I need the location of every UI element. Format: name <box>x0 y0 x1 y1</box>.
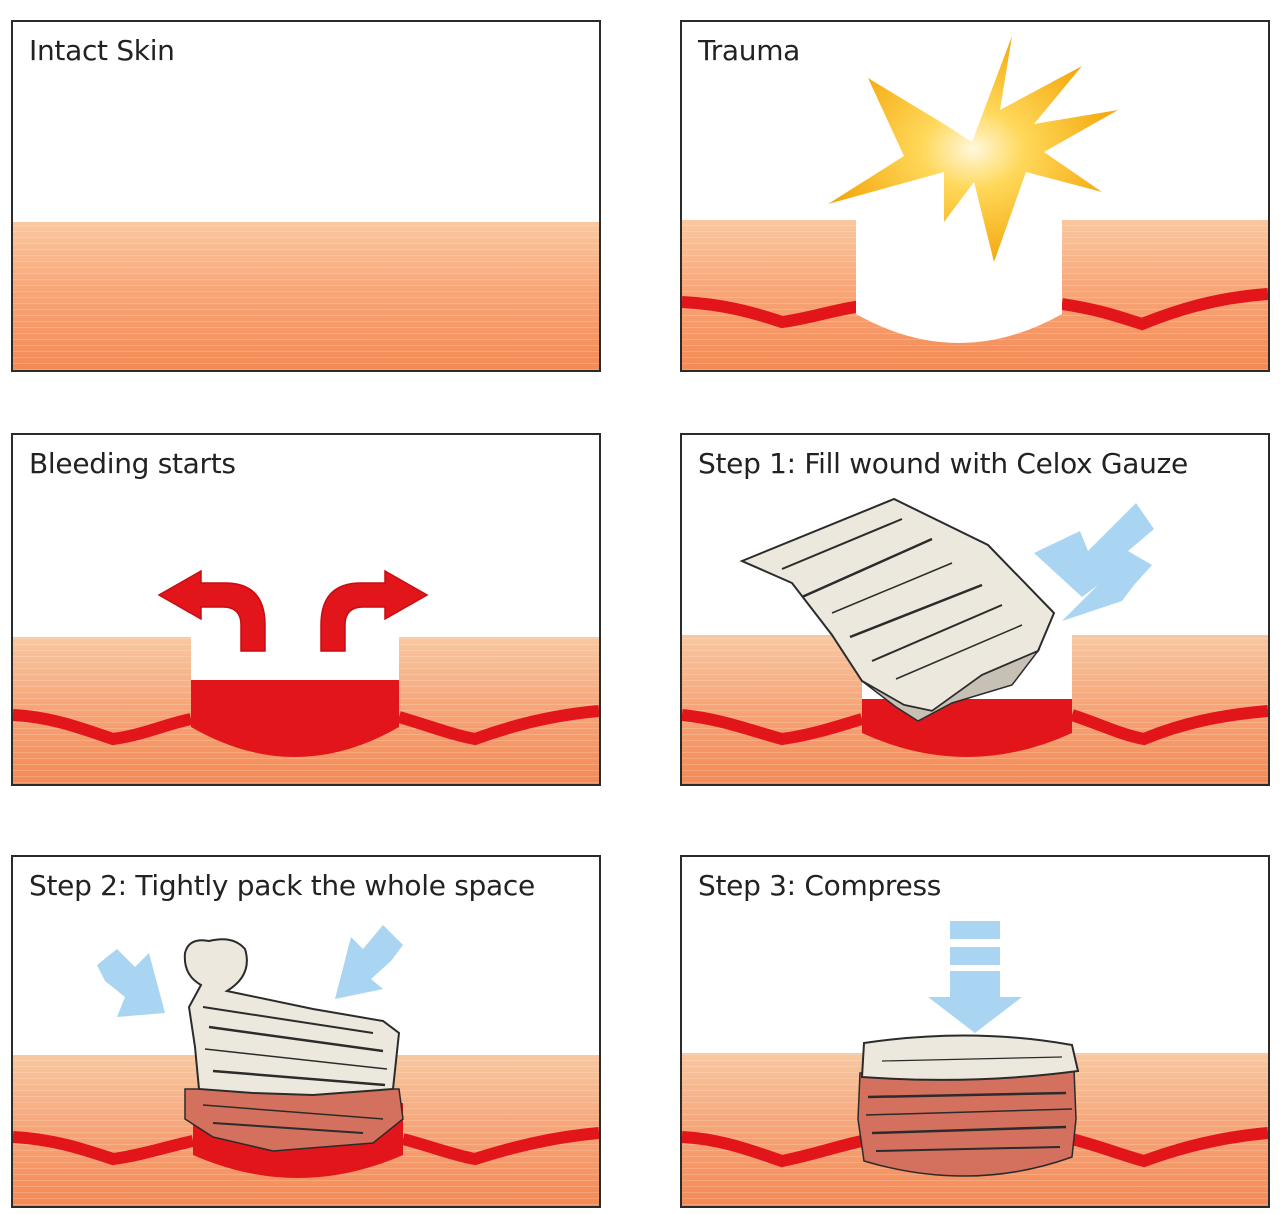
panel-step-1: Step 1: Fill wound with Celox Gauze <box>680 433 1270 786</box>
blood-vessel <box>682 709 864 746</box>
panel-caption: Bleeding starts <box>29 447 236 480</box>
wound-cavity <box>191 635 399 680</box>
blood-vessel <box>397 705 599 746</box>
step-3-illustration <box>682 921 1268 1206</box>
blood-vessel <box>1070 1127 1268 1168</box>
bleeding-illustration <box>13 569 599 784</box>
curved-arrow-icon <box>320 569 429 652</box>
pooled-blood <box>191 680 399 757</box>
panel-trauma: Trauma <box>680 20 1270 372</box>
blood-vessel <box>682 296 863 329</box>
blood-vessel <box>682 1131 864 1168</box>
panel-bleeding-starts: Bleeding starts <box>11 433 601 786</box>
trauma-illustration <box>682 36 1268 370</box>
intact-skin-illustration <box>13 222 599 370</box>
blue-arrow-icon <box>97 949 165 1017</box>
curved-arrow-icon <box>157 569 266 652</box>
packed-gauze-icon <box>183 938 404 1152</box>
panel-caption: Step 3: Compress <box>698 869 942 902</box>
compress-arrow-icon <box>928 921 1022 1033</box>
blood-vessel <box>401 1127 599 1166</box>
panel-caption: Intact Skin <box>29 34 175 67</box>
blue-arrow-icon <box>1034 503 1154 621</box>
step-2-illustration <box>13 925 599 1206</box>
panel-step-2: Step 2: Tightly pack the whole space <box>11 855 601 1208</box>
panel-step-3: Step 3: Compress <box>680 855 1270 1208</box>
wound-cavity <box>856 218 1062 343</box>
panel-caption: Step 1: Fill wound with Celox Gauze <box>698 447 1188 480</box>
panel-caption: Trauma <box>698 34 801 67</box>
compressed-gauze-icon <box>857 1034 1080 1177</box>
explosion-icon <box>828 36 1118 262</box>
blood-vessel <box>13 1131 195 1166</box>
step-1-illustration <box>682 497 1268 784</box>
blood-vessel <box>1061 288 1268 331</box>
blood-vessel <box>1070 705 1268 746</box>
gauze-icon <box>739 497 1056 722</box>
blue-arrow-icon <box>335 925 403 999</box>
panel-caption: Step 2: Tightly pack the whole space <box>29 869 535 902</box>
panel-intact-skin: Intact Skin <box>11 20 601 372</box>
blood-vessel <box>13 709 193 746</box>
